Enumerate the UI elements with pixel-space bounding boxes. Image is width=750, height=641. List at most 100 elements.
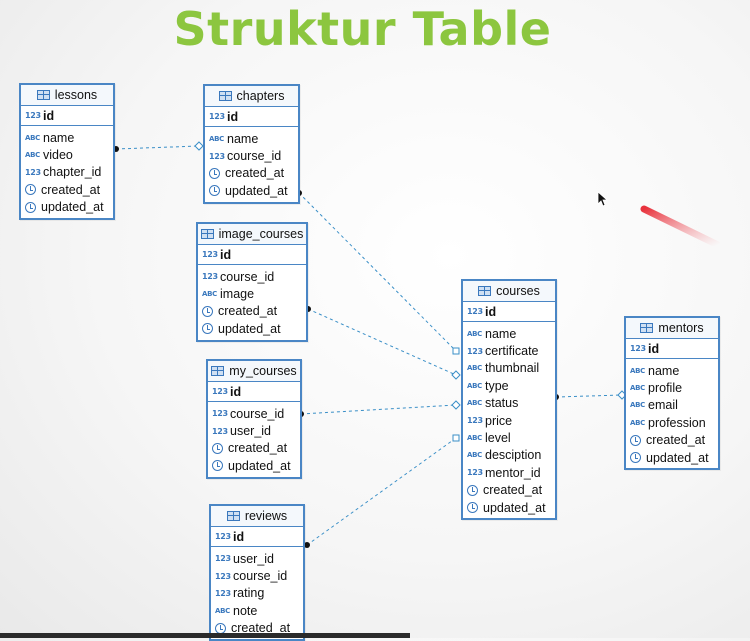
column-name: updated_at bbox=[483, 500, 546, 515]
table-name: image_courses bbox=[218, 227, 304, 241]
key-numeric-type-icon: 123 bbox=[467, 307, 483, 316]
column-row[interactable]: created_at bbox=[21, 181, 113, 198]
text-type-icon: ABC bbox=[467, 329, 482, 338]
column-row[interactable]: created_at bbox=[205, 165, 298, 182]
column-name: price bbox=[485, 413, 513, 428]
table-header[interactable]: mentors bbox=[626, 318, 718, 339]
column-row[interactable]: updated_at bbox=[205, 182, 298, 199]
datetime-type-icon bbox=[467, 502, 478, 514]
table-header[interactable]: courses bbox=[463, 281, 555, 302]
key-numeric-type-icon: 123 bbox=[212, 387, 228, 396]
column-row[interactable]: updated_at bbox=[198, 320, 306, 337]
link-reviews-courses bbox=[306, 437, 457, 546]
column-row[interactable]: created_at bbox=[463, 482, 555, 499]
column-row[interactable]: updated_at bbox=[208, 457, 300, 474]
datetime-type-icon bbox=[212, 442, 223, 454]
column-name: created_at bbox=[218, 304, 278, 319]
column-row[interactable]: created_at bbox=[198, 303, 306, 320]
table-header[interactable]: lessons bbox=[21, 85, 113, 106]
numeric-type-icon: 123 bbox=[467, 416, 483, 426]
text-type-icon: ABC bbox=[630, 366, 645, 375]
numeric-type-icon: 123 bbox=[215, 571, 231, 581]
video-progress-bar bbox=[0, 633, 410, 638]
column-name: created_at bbox=[228, 441, 288, 456]
column-name: chapter_id bbox=[43, 165, 102, 180]
column-name: course_id bbox=[227, 149, 282, 164]
numeric-type-icon: 123 bbox=[215, 588, 231, 598]
column-name: id bbox=[220, 247, 232, 262]
numeric-type-icon: 123 bbox=[467, 468, 483, 478]
column-row[interactable]: updated_at bbox=[626, 449, 718, 466]
laser-pointer-trail-icon bbox=[640, 205, 720, 248]
column-row[interactable]: created_at bbox=[626, 432, 718, 449]
column-row[interactable]: created_at bbox=[208, 440, 300, 457]
table-icon bbox=[218, 91, 232, 101]
link-courses-mentors bbox=[555, 394, 623, 398]
text-type-icon: ABC bbox=[215, 606, 230, 615]
column-name: video bbox=[43, 148, 73, 163]
column-name: user_id bbox=[233, 551, 274, 566]
column-row[interactable]: updated_at bbox=[463, 499, 555, 516]
table-name: mentors bbox=[658, 321, 704, 335]
datetime-type-icon bbox=[202, 323, 213, 335]
column-name: course_id bbox=[220, 269, 275, 284]
table-header[interactable]: reviews bbox=[211, 506, 303, 527]
table-header[interactable]: chapters bbox=[205, 86, 298, 107]
column-name: level bbox=[485, 431, 511, 446]
text-type-icon: ABC bbox=[209, 134, 224, 143]
datetime-type-icon bbox=[209, 167, 220, 179]
column-row[interactable]: updated_at bbox=[21, 199, 113, 216]
text-type-icon: ABC bbox=[467, 399, 482, 408]
numeric-type-icon: 123 bbox=[212, 426, 228, 436]
column-name: mentor_id bbox=[485, 465, 541, 480]
table-name: chapters bbox=[236, 89, 285, 103]
column-name: id bbox=[227, 109, 239, 124]
text-type-icon: ABC bbox=[25, 151, 40, 160]
table-header[interactable]: my_courses bbox=[208, 361, 300, 382]
table-header[interactable]: image_courses bbox=[198, 224, 306, 245]
text-type-icon: ABC bbox=[467, 434, 482, 443]
column-name: rating bbox=[233, 586, 265, 601]
table-name: reviews bbox=[244, 509, 288, 523]
